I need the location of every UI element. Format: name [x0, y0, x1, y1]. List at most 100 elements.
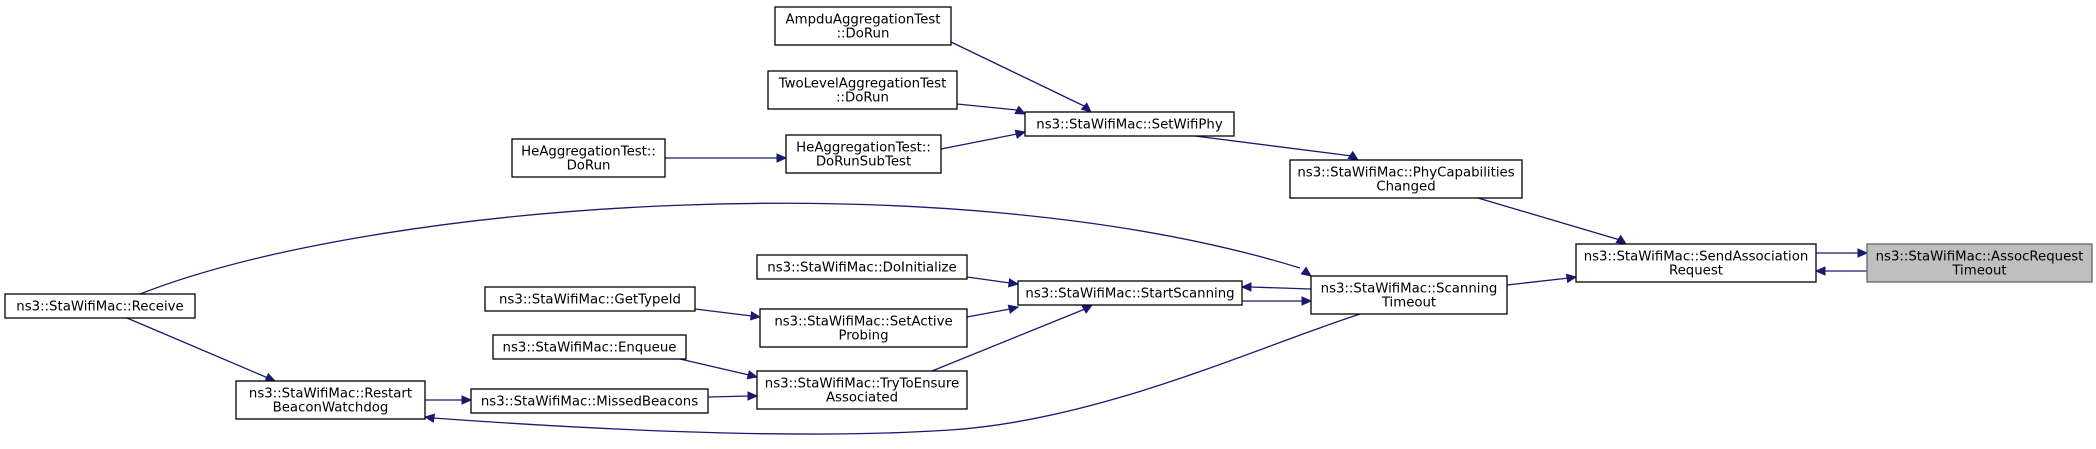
node-box[interactable]	[511, 138, 666, 178]
node-label-line: Associated	[826, 391, 898, 406]
edge-twolevel_dorun-to-set_wifi_phy	[956, 103, 1027, 115]
node-label-line: Probing	[838, 329, 888, 344]
node-label-line: TwoLevelAggregationTest	[778, 77, 947, 92]
edge-missed_beacons-to-try_ensure	[707, 391, 759, 401]
arrowhead-icon	[1347, 150, 1360, 161]
node-box[interactable]	[484, 286, 696, 312]
arrowhead-icon	[1240, 282, 1252, 292]
edge-line	[1506, 277, 1570, 286]
arrowhead-icon	[1007, 278, 1020, 288]
node-label-line: ns3::StaWifiMac::Restart	[249, 387, 412, 402]
node-label-line: ns3::StaWifiMac::Scanning	[1321, 282, 1498, 297]
node-label-line: ns3::StaWifiMac::DoInitialize	[767, 261, 956, 276]
node-box[interactable]	[1024, 111, 1235, 137]
node-label-line: Changed	[1376, 180, 1435, 195]
node-label-line: ns3::StaWifiMac::StartScanning	[1025, 287, 1234, 302]
node-label-line: ::DoRun	[836, 91, 889, 106]
node-box[interactable]	[1310, 275, 1508, 315]
edge-line	[1477, 197, 1621, 241]
node-box[interactable]	[235, 380, 426, 420]
arrowhead-icon	[1814, 266, 1826, 276]
node-ampdu_dorun[interactable]: AmpduAggregationTest::DoRun	[774, 6, 952, 46]
node-label-line: ns3::StaWifiMac::Enqueue	[503, 341, 677, 356]
edge-ampdu_dorun-to-set_wifi_phy	[950, 41, 1092, 113]
edge-line	[966, 308, 1011, 318]
edge-line	[432, 313, 1361, 435]
edge-line	[956, 103, 1018, 111]
node-enqueue[interactable]: ns3::StaWifiMac::Enqueue	[492, 334, 687, 360]
arrowhead-icon	[1081, 304, 1094, 314]
edge-do_initialize-to-start_scanning	[966, 276, 1020, 288]
node-box[interactable]	[470, 388, 709, 414]
edges-layer	[126, 41, 1869, 435]
edge-start_scanning-to-scanning_timeout	[1242, 296, 1313, 306]
nodes-layer: ns3::StaWifiMac::AssocRequestTimeoutns3:…	[4, 6, 2093, 420]
node-box[interactable]	[1289, 159, 1523, 199]
edge-receive-to-restart_beacon	[126, 317, 277, 382]
edge-scanning_timeout-to-start_scanning	[1240, 282, 1312, 292]
node-box[interactable]	[492, 334, 687, 360]
node-label-line: ::DoRun	[837, 27, 890, 42]
node-do_initialize[interactable]: ns3::StaWifiMac::DoInitialize	[756, 254, 968, 280]
node-label-line: ns3::StaWifiMac::SetWifiPhy	[1036, 118, 1223, 133]
node-missed_beacons[interactable]: ns3::StaWifiMac::MissedBeacons	[470, 388, 709, 414]
edge-line	[966, 276, 1011, 284]
node-box[interactable]	[759, 308, 968, 348]
node-he_dorun[interactable]: HeAggregationTest::DoRun	[511, 138, 666, 178]
edge-line	[694, 308, 753, 317]
node-label-line: ns3::StaWifiMac::GetTypeId	[499, 293, 681, 308]
arrowhead-icon	[264, 372, 277, 382]
node-twolevel_dorun[interactable]: TwoLevelAggregationTest::DoRun	[767, 70, 958, 110]
arrowhead-icon	[1014, 129, 1027, 139]
arrowhead-icon	[1080, 102, 1092, 113]
node-label-line: Timeout	[1381, 296, 1436, 311]
edge-get_type_id-to-set_active_probing	[694, 308, 762, 321]
node-box[interactable]	[1017, 280, 1243, 306]
edge-line	[679, 358, 750, 376]
node-label-line: BeaconWatchdog	[273, 401, 389, 416]
edge-restart_beacon-to-missed_beacons	[425, 395, 473, 405]
arrowhead-icon	[1301, 296, 1313, 306]
node-get_type_id[interactable]: ns3::StaWifiMac::GetTypeId	[484, 286, 696, 312]
node-set_wifi_phy[interactable]: ns3::StaWifiMac::SetWifiPhy	[1024, 111, 1235, 137]
node-label-line: ns3::StaWifiMac::MissedBeacons	[481, 395, 698, 410]
edge-he_dorun-to-he_dorunsub	[665, 153, 788, 163]
node-box[interactable]	[1866, 243, 2093, 283]
node-box[interactable]	[767, 70, 958, 110]
node-receive[interactable]: ns3::StaWifiMac::Receive	[4, 293, 196, 319]
node-label-line: ns3::StaWifiMac::Receive	[16, 300, 183, 315]
edge-phy_caps-to-send_assoc	[1477, 197, 1628, 245]
node-box[interactable]	[785, 134, 942, 174]
arrowhead-icon	[749, 311, 762, 321]
node-box[interactable]	[756, 370, 968, 410]
edge-scanning_timeout-to-send_assoc	[1506, 273, 1578, 286]
arrowhead-icon	[776, 153, 788, 163]
edge-line	[126, 317, 269, 379]
node-box[interactable]	[1575, 243, 1817, 283]
node-he_dorunsub[interactable]: HeAggregationTest::DoRunSubTest	[785, 134, 942, 174]
node-label-line: Request	[1669, 264, 1723, 279]
arrowhead-icon	[1857, 248, 1869, 258]
edge-line	[931, 308, 1086, 372]
node-label-line: AmpduAggregationTest	[786, 13, 941, 28]
node-box[interactable]	[756, 254, 968, 280]
arrowhead-icon	[1007, 304, 1020, 314]
edge-line	[1194, 135, 1353, 157]
node-box[interactable]	[774, 6, 952, 46]
edge-line	[940, 133, 1018, 150]
arrowhead-icon	[746, 370, 759, 380]
node-box[interactable]	[4, 293, 196, 319]
arrowhead-icon	[423, 413, 436, 423]
node-label-line: ns3::StaWifiMac::SendAssociation	[1584, 250, 1809, 265]
edge-enqueue-to-try_ensure	[679, 358, 759, 380]
node-start_scanning[interactable]: ns3::StaWifiMac::StartScanning	[1017, 280, 1243, 306]
edge-scanning_timeout-to-restart_beacon	[423, 313, 1361, 435]
